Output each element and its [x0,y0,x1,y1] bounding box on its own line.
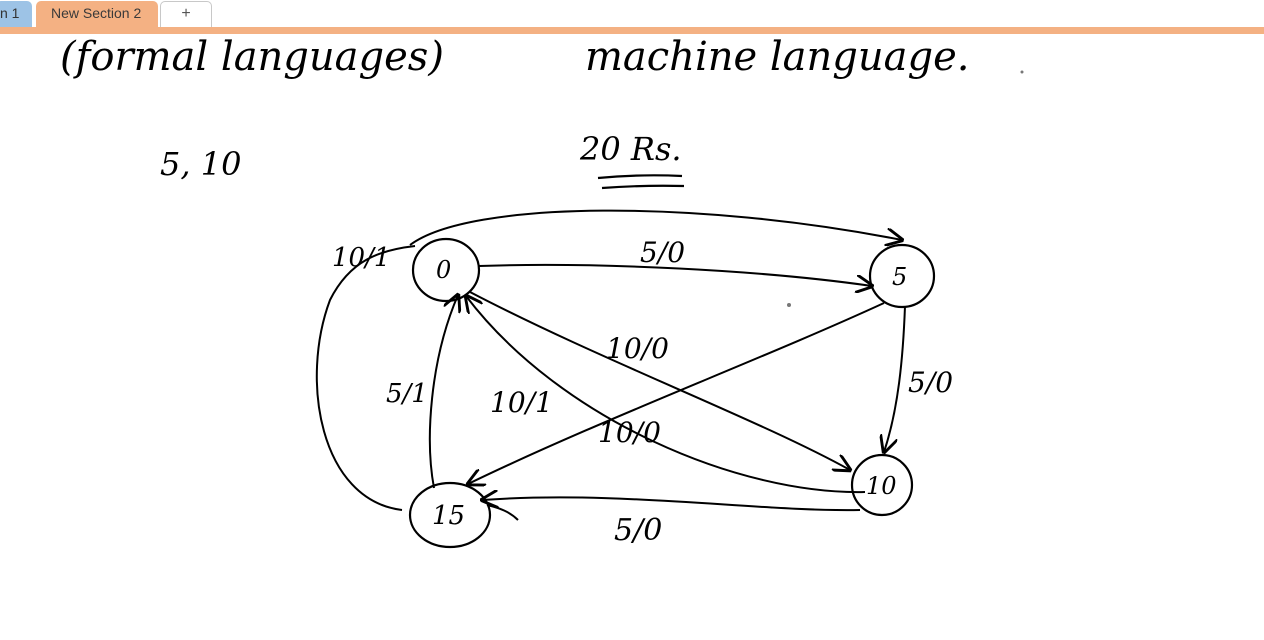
edge-label-arc: 10/1 [332,243,390,273]
state-0-label: 0 [436,256,451,284]
edge-15-to-0 [428,295,458,489]
section-accent-line [0,27,1264,34]
heading-machine-language: machine language. [585,34,970,80]
price-underline-1 [597,174,683,180]
edge-label-5-to-10: 5/0 [908,366,953,399]
edge-label-10-to-0: 10/0 [598,416,661,449]
state-15-circle [408,481,492,549]
note-canvas[interactable]: (formal languages) machine language. 5, … [0,34,1264,635]
edge-arc-to-5 [409,209,902,245]
section-tab-bar: n 1 New Section 2 + [0,0,1264,28]
edge-0-to-10 [469,291,850,470]
state-10-label: 10 [866,472,897,500]
edge-label-15-to-0-right: 10/1 [490,386,553,419]
ink-dot [1020,70,1024,74]
state-5-label: 5 [892,263,907,291]
add-section-button[interactable]: + [160,1,212,27]
edge-10-to-15 [482,497,861,512]
edge-10-to-0 [466,296,866,494]
ink-dot [787,303,791,307]
price-underline-2 [601,184,685,190]
edge-label-0-to-10: 10/0 [606,332,669,365]
edge-0-to-5 [478,263,872,286]
edge-15-loop-left [315,245,416,511]
tab-new-section-2[interactable]: New Section 2 [36,1,158,27]
coin-values: 5, 10 [160,145,241,183]
edge-label-10-to-15: 5/0 [614,513,662,548]
price-label: 20 Rs. [579,130,682,168]
edge-label-0-to-5: 5/0 [640,236,685,269]
edge-label-15-to-0-up: 5/1 [386,379,428,409]
state-15-label: 15 [432,501,465,531]
handwritten-diagram: (formal languages) machine language. 5, … [60,34,1024,549]
edge-15-tail [486,504,519,521]
edge-5-to-15 [468,302,885,484]
heading-formal-languages: (formal languages) [60,34,444,80]
tab-section-1[interactable]: n 1 [0,1,32,27]
edge-5-to-10 [884,305,906,452]
